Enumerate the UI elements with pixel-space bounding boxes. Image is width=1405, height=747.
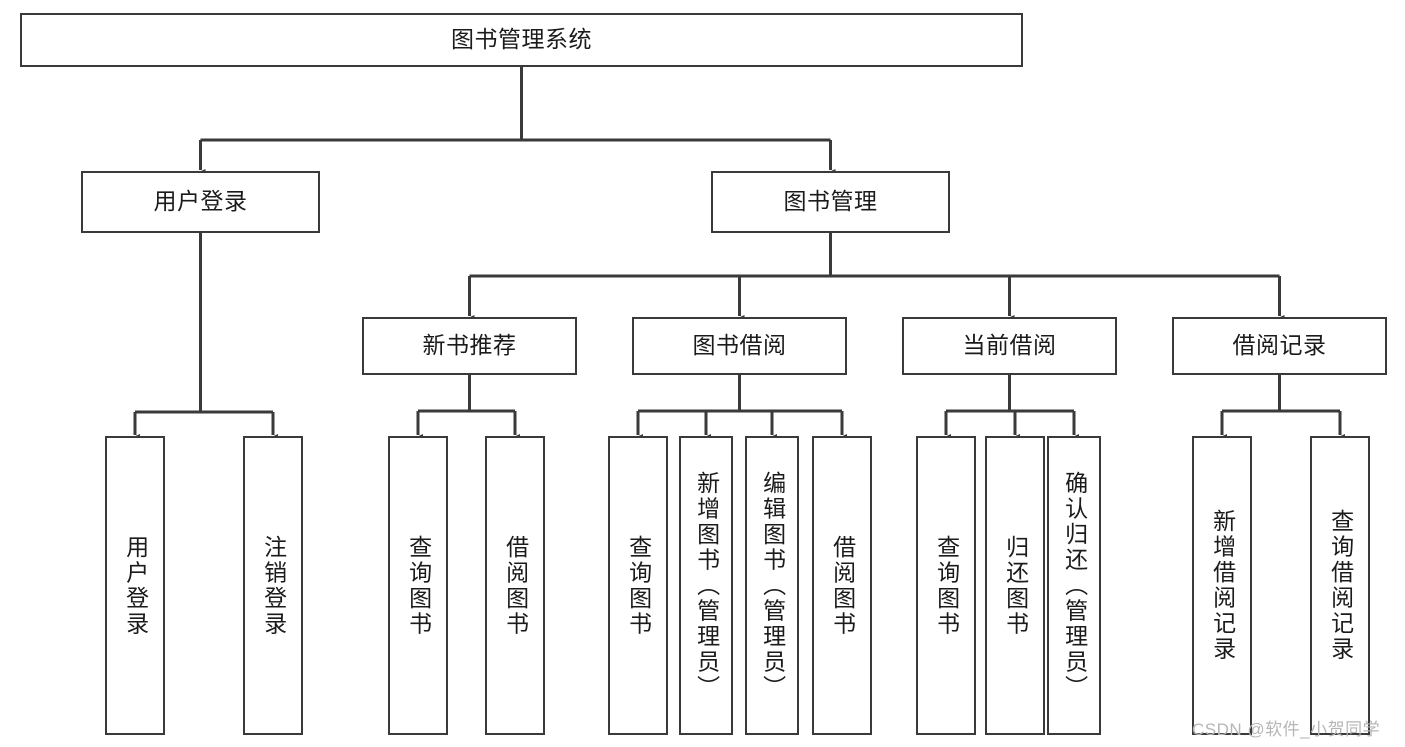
node-borrow-record[interactable]: 借阅记录 [1172, 317, 1387, 375]
node-label-leaf-add-book: 新增图书（管理员） [693, 470, 720, 701]
node-root[interactable]: 图书管理系统 [20, 13, 1023, 67]
connector-lines [130, 67, 1345, 443]
node-label-leaf-user-login: 用户登录 [122, 534, 149, 637]
node-book-borrow[interactable]: 图书借阅 [632, 317, 847, 375]
node-label-leaf-query-book-1: 查询图书 [405, 534, 432, 637]
node-leaf-user-login[interactable]: 用户登录 [105, 436, 165, 735]
node-book-manage[interactable]: 图书管理 [711, 171, 950, 233]
node-label-current-borrow: 当前借阅 [962, 332, 1057, 359]
node-label-leaf-query-record: 查询借阅记录 [1327, 509, 1354, 662]
node-label-leaf-query-book-3: 查询图书 [933, 534, 960, 637]
node-leaf-borrow-book-1[interactable]: 借阅图书 [485, 436, 545, 735]
node-leaf-return-book[interactable]: 归还图书 [985, 436, 1045, 735]
node-leaf-query-book-2[interactable]: 查询图书 [608, 436, 668, 735]
node-label-leaf-query-book-2: 查询图书 [625, 534, 652, 637]
node-user-login[interactable]: 用户登录 [81, 171, 320, 233]
node-current-borrow[interactable]: 当前借阅 [902, 317, 1117, 375]
node-leaf-edit-book[interactable]: 编辑图书（管理员） [745, 436, 799, 735]
node-label-book-manage: 图书管理 [783, 188, 878, 215]
node-label-book-borrow: 图书借阅 [692, 332, 787, 359]
node-label-borrow-record: 借阅记录 [1232, 332, 1327, 359]
node-label-leaf-borrow-book-2: 借阅图书 [829, 534, 856, 637]
node-label-leaf-user-logout: 注销登录 [260, 534, 287, 637]
node-label-root: 图书管理系统 [451, 26, 592, 53]
node-new-book-rec[interactable]: 新书推荐 [362, 317, 577, 375]
node-leaf-query-book-1[interactable]: 查询图书 [388, 436, 448, 735]
node-label-leaf-return-book: 归还图书 [1002, 534, 1029, 637]
node-label-user-login: 用户登录 [153, 188, 248, 215]
node-leaf-query-book-3[interactable]: 查询图书 [916, 436, 976, 735]
node-label-leaf-confirm-return: 确认归还（管理员） [1061, 470, 1088, 701]
node-leaf-borrow-book-2[interactable]: 借阅图书 [812, 436, 872, 735]
node-label-new-book-rec: 新书推荐 [422, 332, 517, 359]
node-leaf-add-book[interactable]: 新增图书（管理员） [679, 436, 733, 735]
node-leaf-confirm-return[interactable]: 确认归还（管理员） [1047, 436, 1101, 735]
node-label-leaf-add-record: 新增借阅记录 [1209, 509, 1236, 662]
node-label-leaf-edit-book: 编辑图书（管理员） [759, 470, 786, 701]
node-label-leaf-borrow-book-1: 借阅图书 [502, 534, 529, 637]
node-leaf-query-record[interactable]: 查询借阅记录 [1310, 436, 1370, 735]
node-leaf-add-record[interactable]: 新增借阅记录 [1192, 436, 1252, 735]
node-leaf-user-logout[interactable]: 注销登录 [243, 436, 303, 735]
